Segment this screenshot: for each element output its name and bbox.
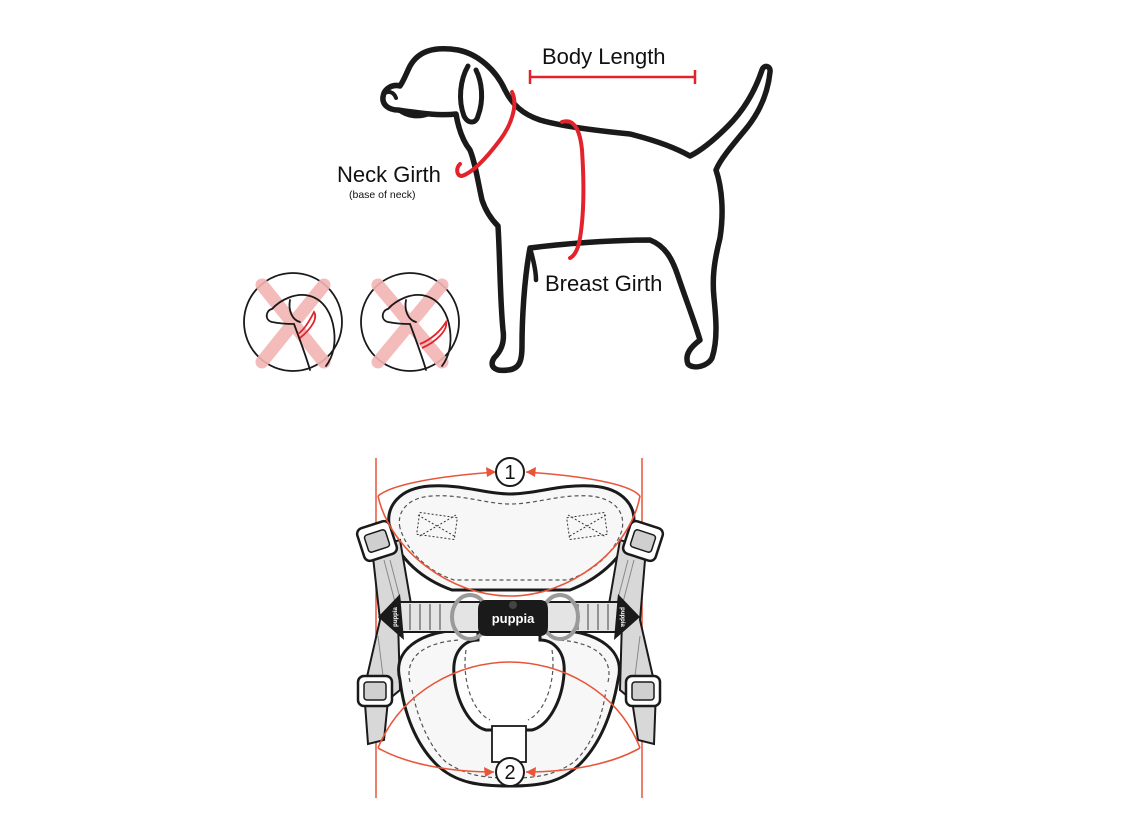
- wrong-measurement-example-1: [243, 272, 343, 372]
- buckle: [478, 600, 548, 636]
- marker-1: 1: [495, 457, 525, 487]
- neck-girth-label: Neck Girth: [337, 162, 441, 187]
- dog-outline: [380, 46, 773, 374]
- chest-pad-inner-stitch: [464, 649, 554, 721]
- mini-dog-head: [265, 294, 336, 371]
- dog-mouth: [396, 108, 432, 119]
- velcro-patch-right: [566, 511, 608, 541]
- dog-ear: [458, 63, 485, 125]
- velcro-patch-left: [416, 511, 458, 541]
- buckle-rivet: [509, 601, 517, 609]
- wrong-neck-line: [297, 310, 317, 339]
- slider-bottom-right: [624, 674, 662, 708]
- dog-hind-leg-line: [647, 237, 673, 261]
- marker-1-number: 1: [504, 462, 515, 484]
- harness-illustration: puppia puppia puppia 1 2: [355, 457, 665, 798]
- neck-measure-arc-top: [377, 471, 497, 497]
- neck-girth-note: (base of neck): [349, 189, 416, 201]
- wrong-neck-line: [419, 319, 448, 349]
- dog-nose: [382, 89, 398, 100]
- slider-top-left: [355, 519, 399, 563]
- neck-girth-loop: [455, 90, 517, 179]
- neck-measure-arc-bottom: [377, 495, 641, 597]
- slider-top-right: [621, 519, 665, 563]
- buckle-brand: puppia: [492, 611, 535, 626]
- mini-dog-head: [381, 294, 452, 371]
- neck-measure-arc-top-right: [525, 471, 641, 497]
- slider-bottom-left: [356, 674, 394, 708]
- dog-leg-line: [527, 245, 539, 283]
- marker-2-number: 2: [504, 762, 515, 784]
- chest-measure-arc-bottom-right: [525, 747, 641, 773]
- strap-right: [606, 538, 658, 746]
- marker-2: 2: [495, 757, 525, 787]
- connector-tag-left: puppia: [393, 607, 399, 627]
- neck-pad: [387, 484, 636, 592]
- neck-pad-stitch: [398, 495, 624, 581]
- connector-right: [614, 594, 640, 640]
- arrowheads: [484, 467, 536, 777]
- breast-girth-loop: [560, 119, 586, 260]
- body-length-marker: [528, 70, 697, 84]
- connector-tag-right: puppia: [619, 607, 625, 627]
- chest-measure-arc-top: [377, 661, 641, 749]
- chest-measure-arc-bottom-left: [377, 747, 495, 773]
- breast-girth-label: Breast Girth: [545, 271, 662, 296]
- back-tab: [491, 725, 527, 763]
- strap-stripes: [377, 559, 641, 685]
- connector-left: [378, 594, 404, 640]
- dog-illustration: [380, 46, 773, 374]
- strap-left: [362, 538, 414, 746]
- body-length-label: Body Length: [542, 44, 666, 69]
- wrong-measurement-example-2: [360, 272, 460, 372]
